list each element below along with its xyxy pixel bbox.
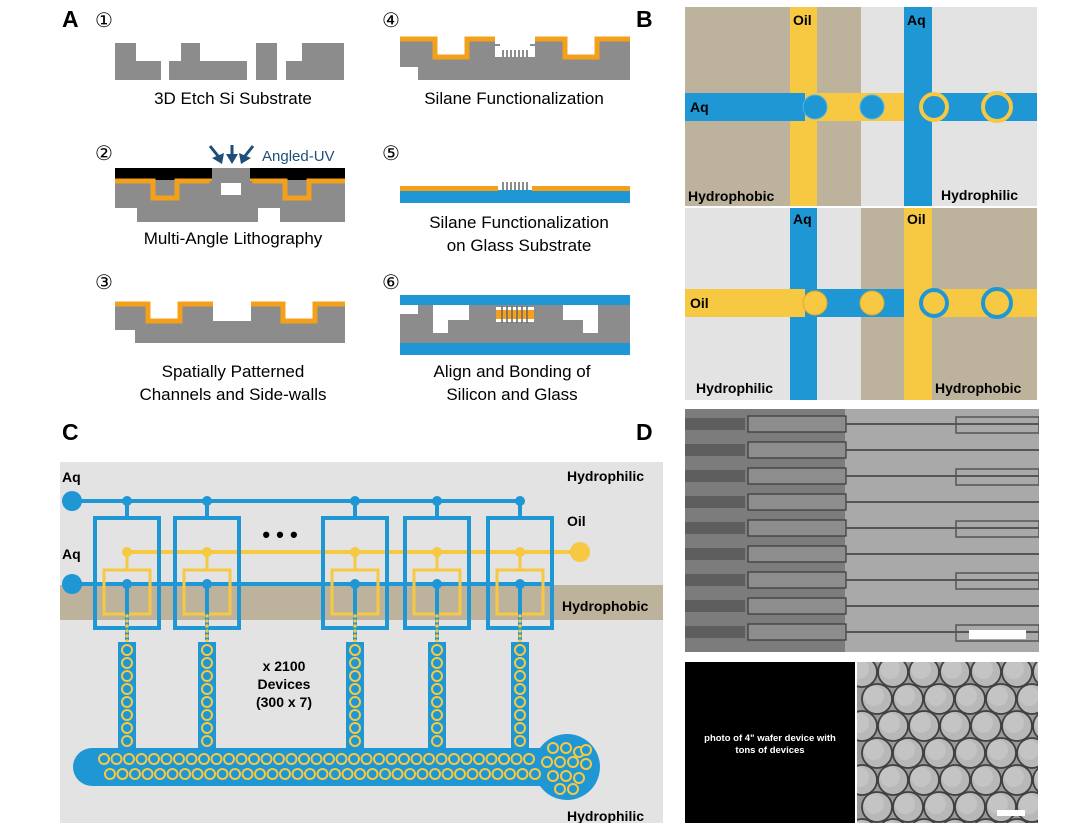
panel-label-a: A xyxy=(62,6,79,32)
step-caption: Spatially Patterned xyxy=(162,362,305,381)
panel-c: • • • Aq Aq Oil Hydrophilic Hydrophobic … xyxy=(60,462,663,823)
device-array-size: (300 x 7) xyxy=(256,694,312,710)
device-units xyxy=(93,496,554,752)
silane-functionalized-substrate xyxy=(400,36,630,80)
device-count-unit: Devices xyxy=(258,676,311,692)
panel-label-d: D xyxy=(636,419,653,445)
hydrophilic-label-top: Hydrophilic xyxy=(567,468,644,484)
step-caption: Align and Bonding of xyxy=(434,362,591,381)
channel-micrograph xyxy=(685,409,1039,652)
aq-label: Aq xyxy=(793,211,812,227)
aq-inlet-2 xyxy=(62,574,82,594)
oil-inlet-label: Oil xyxy=(690,295,709,311)
mask-opening xyxy=(212,168,250,180)
patterned-channels xyxy=(115,301,345,343)
aq-label-2: Aq xyxy=(62,546,81,562)
scale-bar xyxy=(997,810,1025,816)
oil-droplet xyxy=(859,290,885,316)
step-number: ⑤ xyxy=(382,143,400,165)
step-caption: Silane Functionalization xyxy=(429,213,609,232)
aq-coated-droplet xyxy=(981,287,1013,319)
bonded-device xyxy=(400,295,630,355)
junction-top: Oil Aq Aq Hydrophobic Hydrophilic xyxy=(685,7,1037,207)
step-3: ③ Spatially Patterned Channels and Side-… xyxy=(95,272,345,404)
oil-label: Oil xyxy=(567,513,586,529)
step-number: ② xyxy=(95,143,113,165)
hydrophobic-label: Hydrophobic xyxy=(935,380,1022,396)
step-number: ③ xyxy=(95,272,113,294)
step-6: ⑥ Align and Bonding of Silicon and Glass xyxy=(382,272,630,404)
hydrophilic-label-bottom: Hydrophilic xyxy=(567,808,644,823)
step-1: ① 3D Etch Si Substrate xyxy=(95,10,344,108)
step-4: ④ Silane Functionalization xyxy=(382,10,630,108)
aq-coated-droplet xyxy=(919,288,949,318)
hydrophilic-label: Hydrophilic xyxy=(696,380,773,396)
step-5: ⑤ Silane Functionalization on Glass Subs… xyxy=(382,143,630,255)
oil-inlet xyxy=(570,542,590,562)
step-caption-2: Channels and Side-walls xyxy=(139,385,326,404)
oil-coated-droplet xyxy=(981,91,1013,123)
hydrophobic-label: Hydrophobic xyxy=(688,188,775,204)
aq-droplet xyxy=(802,94,828,120)
step-number: ① xyxy=(95,10,113,32)
panel-b: Oil Aq Aq Hydrophobic Hydrophilic Aq Oil… xyxy=(685,7,1037,400)
placeholder-text-1: photo of 4" wafer device with xyxy=(704,733,836,744)
droplet-micrograph xyxy=(857,662,1038,823)
panel-d: photo of 4" wafer device with tons of de… xyxy=(685,409,1039,823)
wafer-photo-placeholder xyxy=(685,662,855,823)
oil-label: Oil xyxy=(907,211,926,227)
glass-substrate xyxy=(400,182,630,203)
patterned-substrate xyxy=(115,178,345,222)
panel-label-c: C xyxy=(62,419,79,445)
aq-inlet-1 xyxy=(62,491,82,511)
step-caption-2: on Glass Substrate xyxy=(447,236,592,255)
step-2: ② Angled-UV Multi-Angle Lithography xyxy=(95,143,345,248)
device-unit xyxy=(321,496,389,752)
step-caption: Silane Functionalization xyxy=(424,89,604,108)
oil-droplet xyxy=(802,290,828,316)
aq-droplet xyxy=(859,94,885,120)
junction-bottom: Aq Oil Oil Hydrophilic Hydrophobic xyxy=(685,207,1037,400)
aq-label: Aq xyxy=(907,12,926,28)
angled-uv-label: Angled-UV xyxy=(262,148,335,165)
panel-label-b: B xyxy=(636,6,653,32)
uv-arrows xyxy=(208,145,255,164)
aq-inlet-channel xyxy=(685,93,805,121)
step-number: ④ xyxy=(382,10,400,32)
device-unit xyxy=(93,496,161,752)
device-unit xyxy=(486,496,554,752)
aq-label-1: Aq xyxy=(62,469,81,485)
placeholder-text-2: tons of devices xyxy=(735,745,804,756)
hydrophilic-label: Hydrophilic xyxy=(941,187,1018,203)
hydrophobic-label: Hydrophobic xyxy=(562,598,649,614)
ellipsis: • • • xyxy=(262,522,297,547)
panel-a: ① 3D Etch Si Substrate ② Angled-UV xyxy=(95,10,630,404)
etched-silicon-substrate xyxy=(115,43,344,80)
reservoir-droplets xyxy=(98,742,592,795)
step-caption-2: Silicon and Glass xyxy=(446,385,577,404)
step-number: ⑥ xyxy=(382,272,400,294)
step-caption: Multi-Angle Lithography xyxy=(144,229,323,248)
device-count: x 2100 xyxy=(263,658,306,674)
device-unit xyxy=(173,496,241,752)
oil-coated-droplet xyxy=(919,92,949,122)
collection-reservoir xyxy=(73,733,600,800)
step-caption: 3D Etch Si Substrate xyxy=(154,89,312,108)
aq-inlet-label: Aq xyxy=(690,99,709,115)
device-unit xyxy=(403,496,471,752)
oil-inlet-channel xyxy=(685,289,805,317)
oil-label: Oil xyxy=(793,12,812,28)
scale-bar xyxy=(969,630,1026,639)
